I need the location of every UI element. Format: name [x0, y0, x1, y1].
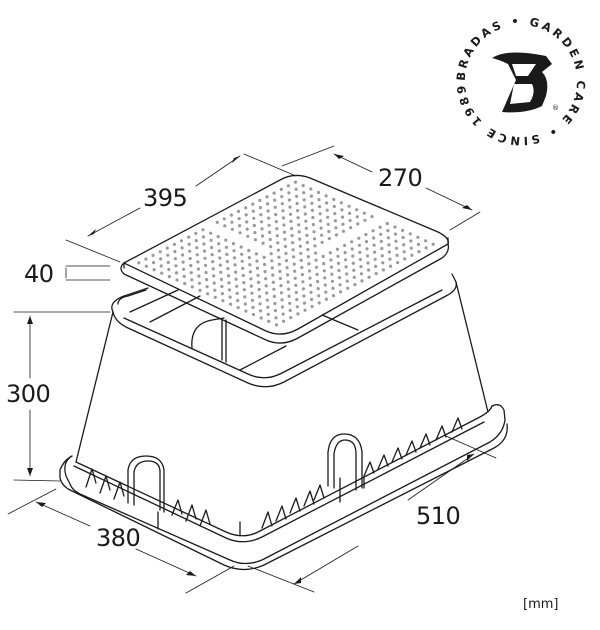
lid-perforations	[137, 180, 435, 327]
base-flange	[59, 404, 508, 571]
dimension-lid-length: 395	[143, 184, 188, 212]
dimension-lid-width: 270	[378, 164, 423, 192]
unit-label: [mm]	[523, 597, 559, 612]
dimension-base-length: 510	[416, 502, 461, 530]
perforated-lid	[120, 174, 450, 344]
dimension-arrows	[27, 154, 474, 584]
dimension-body-height: 300	[6, 380, 51, 408]
brand-monogram-icon	[492, 52, 552, 113]
registered-mark: ®	[552, 104, 559, 112]
dimension-lid-height: 40	[24, 260, 54, 288]
dimension-base-width: 380	[96, 524, 141, 552]
pipe-cutout-left	[127, 455, 165, 530]
box-body	[75, 273, 489, 463]
brand-logo: BRADAS • GARDEN CARE • SINCE 1989 • ®	[441, 0, 596, 156]
dimension-lines	[7, 145, 497, 594]
anchor-teeth	[85, 417, 463, 536]
pipe-cutout-right	[327, 433, 365, 503]
